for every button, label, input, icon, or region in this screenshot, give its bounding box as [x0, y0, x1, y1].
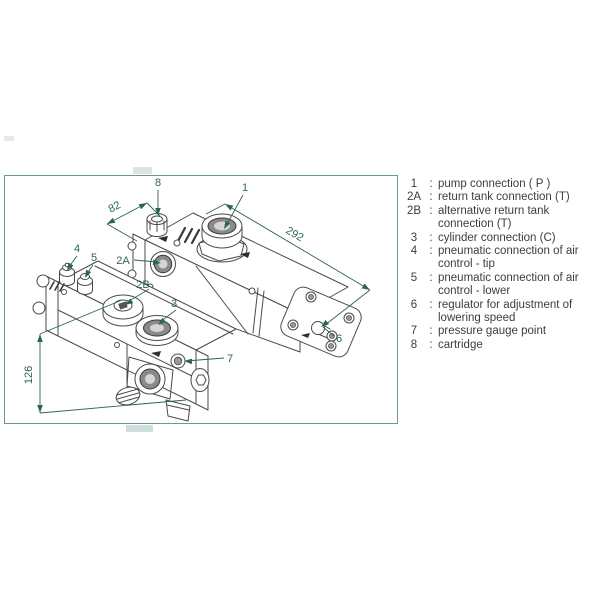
legend-item: 6 : regulator for adjustment of lowering…	[404, 299, 596, 326]
bolt-hole	[114, 342, 120, 348]
scan-mark-bottom	[126, 425, 153, 432]
callout-labels: 1 2A 2B 3 4 5 6 7 8	[74, 177, 342, 365]
legend-item: 1 : pump connection ( P )	[404, 178, 596, 191]
scan-mark-left	[4, 136, 14, 141]
dimension-82-label: 82	[106, 199, 122, 215]
flow-arrow	[158, 236, 250, 258]
pneumatic-fitting-5	[77, 273, 93, 295]
callout-8: 8	[155, 177, 161, 189]
dimension-126-label: 126	[23, 366, 35, 384]
pump-connection-port	[196, 213, 248, 263]
legend-item-text: regulator for adjustment of lowering spe…	[438, 298, 573, 325]
legend-item-separator: :	[429, 178, 433, 190]
legend-item-separator: :	[429, 338, 433, 351]
callout-leaders	[67, 190, 335, 365]
upper-left-lug	[127, 241, 137, 251]
legend-item-text: cartridge	[438, 338, 483, 351]
legend-item-text: pneumatic connection of air control - lo…	[438, 271, 579, 298]
legend-item-text: pump connection ( P )	[438, 178, 551, 190]
brand-mark	[49, 281, 65, 292]
dimension-126: 126	[23, 299, 187, 414]
upper-assembly	[127, 212, 362, 358]
legend-item-text: alternative return tank connection (T)	[438, 204, 550, 231]
legend-item: 2A : return tank connection (T)	[404, 191, 596, 204]
legend-item-number: 2A	[406, 191, 422, 204]
legend-item-number: 2B	[406, 204, 422, 217]
legend-item-number: 6	[410, 298, 418, 311]
dimension-292-label: 292	[284, 225, 306, 245]
lower-top-strip	[94, 265, 234, 335]
brand-mark	[176, 226, 201, 245]
front-plate	[126, 356, 174, 400]
legend-item-number: 7	[410, 325, 418, 338]
legend-item-text: return tank connection (T)	[438, 191, 570, 204]
legend-item-text: pneumatic connection of air control - ti…	[438, 245, 579, 271]
callout-7: 7	[227, 353, 233, 365]
legend-item-separator: :	[429, 298, 433, 311]
callout-2a: 2A	[116, 255, 130, 267]
legend-item-separator: :	[429, 204, 433, 217]
front-port	[134, 363, 166, 395]
bolt-hole	[248, 287, 256, 295]
callout-5: 5	[91, 252, 97, 264]
legend-item-number: 1	[410, 178, 418, 190]
pneumatic-fitting-4	[59, 262, 75, 286]
legend-item: 4 : pneumatic connection of air control …	[404, 245, 596, 272]
legend-item-separator: :	[429, 245, 433, 258]
cartridge	[146, 213, 168, 237]
hex-boss	[190, 368, 210, 392]
legend-item-separator: :	[429, 325, 433, 338]
pressure-gauge-port	[170, 353, 186, 369]
legend-item: 3 : cylinder connection (C)	[404, 232, 596, 245]
callout-6: 6	[336, 333, 342, 345]
legend-item-separator: :	[429, 231, 433, 244]
legend-item: 5 : pneumatic connection of air control …	[404, 272, 596, 299]
cylinder-port-3	[135, 315, 179, 346]
legend-item-number: 3	[410, 231, 418, 244]
legend-item-separator: :	[429, 191, 433, 204]
scan-mark-top	[133, 167, 152, 174]
flow-arrow	[301, 333, 310, 338]
legend-item-text: cylinder connection (C)	[438, 231, 556, 244]
mounting-lug	[36, 274, 50, 288]
alt-return-port-2b	[102, 294, 144, 327]
callout-3: 3	[171, 298, 177, 310]
upper-chamfer-edge	[195, 265, 249, 335]
legend: 1 : pump connection ( P ) 2A : return ta…	[404, 178, 596, 352]
mounting-lug	[32, 301, 46, 315]
threaded-stub	[115, 386, 141, 406]
tube-rings	[252, 287, 265, 337]
flange-plugs	[287, 291, 355, 352]
legend-item-number: 8	[410, 338, 418, 351]
legend-item-number: 5	[410, 271, 418, 284]
mounting-foot	[165, 399, 191, 422]
legend-item-separator: :	[429, 271, 433, 284]
lower-assembly	[32, 260, 237, 422]
legend-item-text: pressure gauge point	[438, 325, 547, 338]
legend-item-number: 4	[410, 245, 418, 258]
legend-item: 7 : pressure gauge point	[404, 325, 596, 338]
bolt-hole	[61, 289, 67, 295]
callout-4: 4	[74, 243, 80, 255]
legend-item: 8 : cartridge	[404, 339, 596, 352]
flow-arrow	[151, 351, 161, 357]
callout-2b: 2B	[136, 279, 149, 291]
legend-item: 2B : alternative return tank connection …	[404, 205, 596, 232]
callout-1: 1	[242, 182, 248, 194]
regulator-knob	[311, 321, 338, 342]
lower-left-end	[45, 275, 59, 337]
